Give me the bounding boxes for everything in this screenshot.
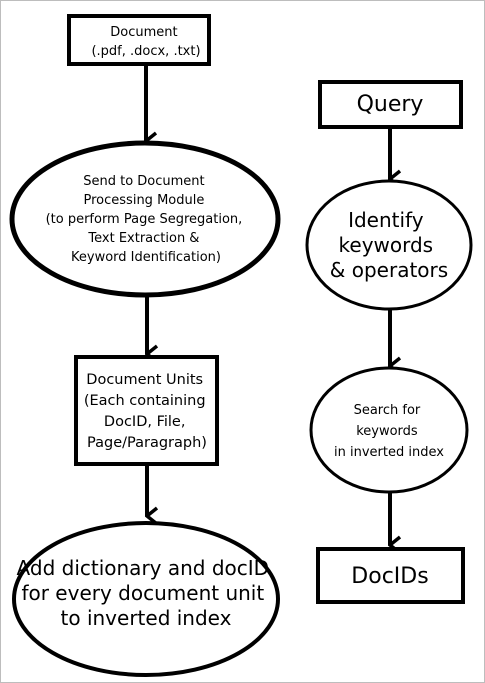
svg-text:Document Units (Each con: Document Units (Each containing DocID, F… [84,372,210,451]
query-node: Query [318,80,463,129]
processing-line-1: Send to Document [83,174,204,189]
identify-line-1: Identify [348,208,424,232]
search-line-2: keywords [356,424,418,439]
processing-line-5: Keyword Identification) [71,250,221,265]
index-line-1: Add dictionary and docID [17,556,270,580]
processing-module-node: Send to Document Processing Module (to p… [9,140,281,298]
search-line-3: in inverted index [334,445,444,460]
docids-label: DocIDs [351,564,428,589]
processing-line-3: (to perform Page Segregation, [46,212,243,227]
svg-text:Query: Query [357,92,424,117]
processing-line-4: Text Extraction & [87,231,199,246]
document-input-line-2: (.pdf, .docx, .txt) [91,44,200,59]
svg-text:Search for keywords: Search for keywords in inverted index [334,403,444,460]
svg-text:Identify keywords: Identify keywords & operators [330,208,448,282]
svg-text:Document (.pdf, .docx, .: Document (.pdf, .docx, .txt) [91,25,200,59]
identify-line-2: keywords [339,233,434,257]
document-input-node: Document (.pdf, .docx, .txt) [67,14,211,66]
search-index-node: Search for keywords in inverted index [309,366,469,494]
search-line-1: Search for [354,403,421,418]
index-line-2: for every document unit [21,581,264,605]
svg-text:Add dictionary and docID: Add dictionary and docID for every docum… [17,556,276,630]
units-line-2: (Each containing [84,393,206,409]
inverted-index-node: Add dictionary and docID for every docum… [12,521,280,677]
document-units-node: Document Units (Each containing DocID, F… [74,355,219,466]
identify-keywords-node: Identify keywords & operators [305,179,473,311]
units-line-1: Document Units [86,372,203,388]
units-line-3: DocID, File, [104,414,186,430]
docids-node: DocIDs [316,547,465,604]
query-label: Query [357,92,424,117]
index-line-3: to inverted index [61,606,232,630]
svg-text:DocIDs: DocIDs [351,564,428,589]
processing-line-2: Processing Module [84,193,205,208]
units-line-4: Page/Paragraph) [87,435,207,451]
svg-text:Send to Document Process: Send to Document Processing Module (to p… [46,174,247,265]
document-input-line-1: Document [110,25,177,40]
identify-line-3: & operators [330,258,448,282]
